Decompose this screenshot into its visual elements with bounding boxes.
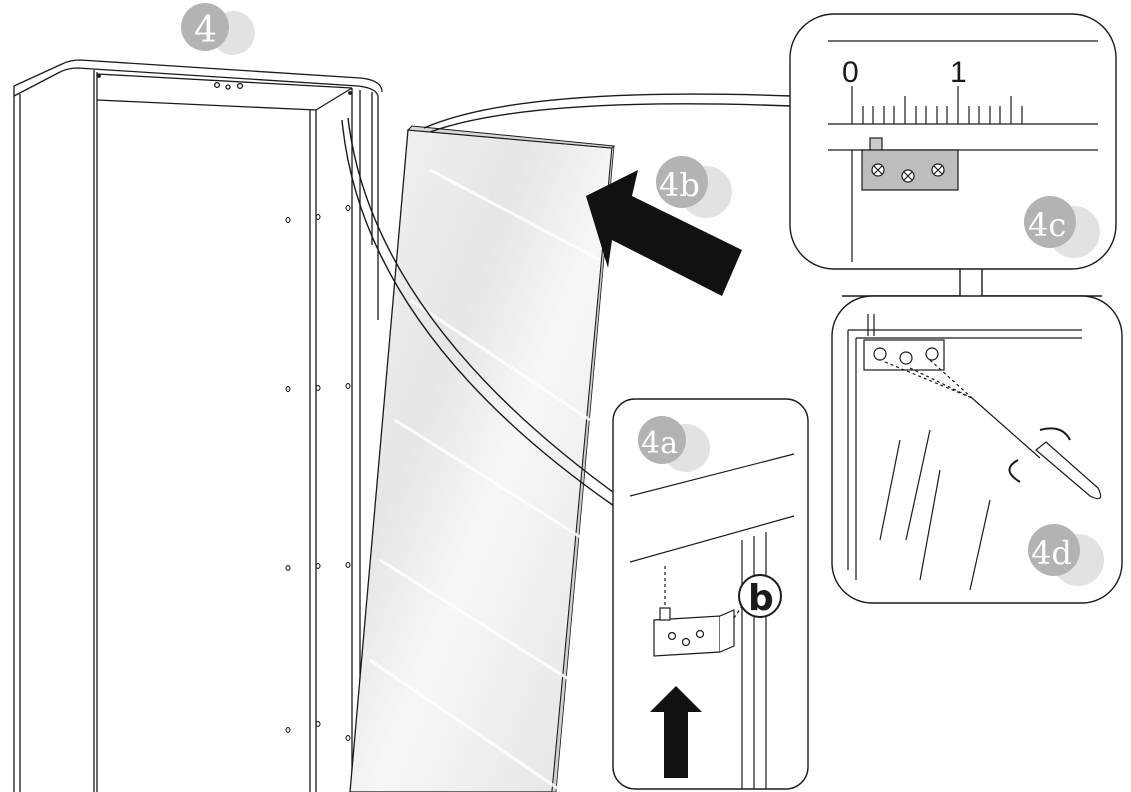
wardrobe-cabinet (14, 60, 382, 792)
step-badge-4: 4 (181, 3, 255, 55)
svg-text:4d: 4d (1031, 534, 1072, 572)
mirror-panel (350, 126, 614, 792)
svg-text:4: 4 (194, 10, 217, 51)
svg-text:4b: 4b (659, 166, 700, 204)
svg-text:4c: 4c (1028, 206, 1066, 244)
shelf-pin-holes (286, 206, 350, 741)
step-badge-4b: 4b (656, 156, 732, 218)
ruler-label-one: 1 (950, 56, 967, 89)
part-b-label: b (748, 578, 774, 619)
ruler-label-zero: 0 (842, 56, 859, 89)
detail-link (842, 269, 1102, 296)
svg-text:4a: 4a (641, 426, 678, 461)
